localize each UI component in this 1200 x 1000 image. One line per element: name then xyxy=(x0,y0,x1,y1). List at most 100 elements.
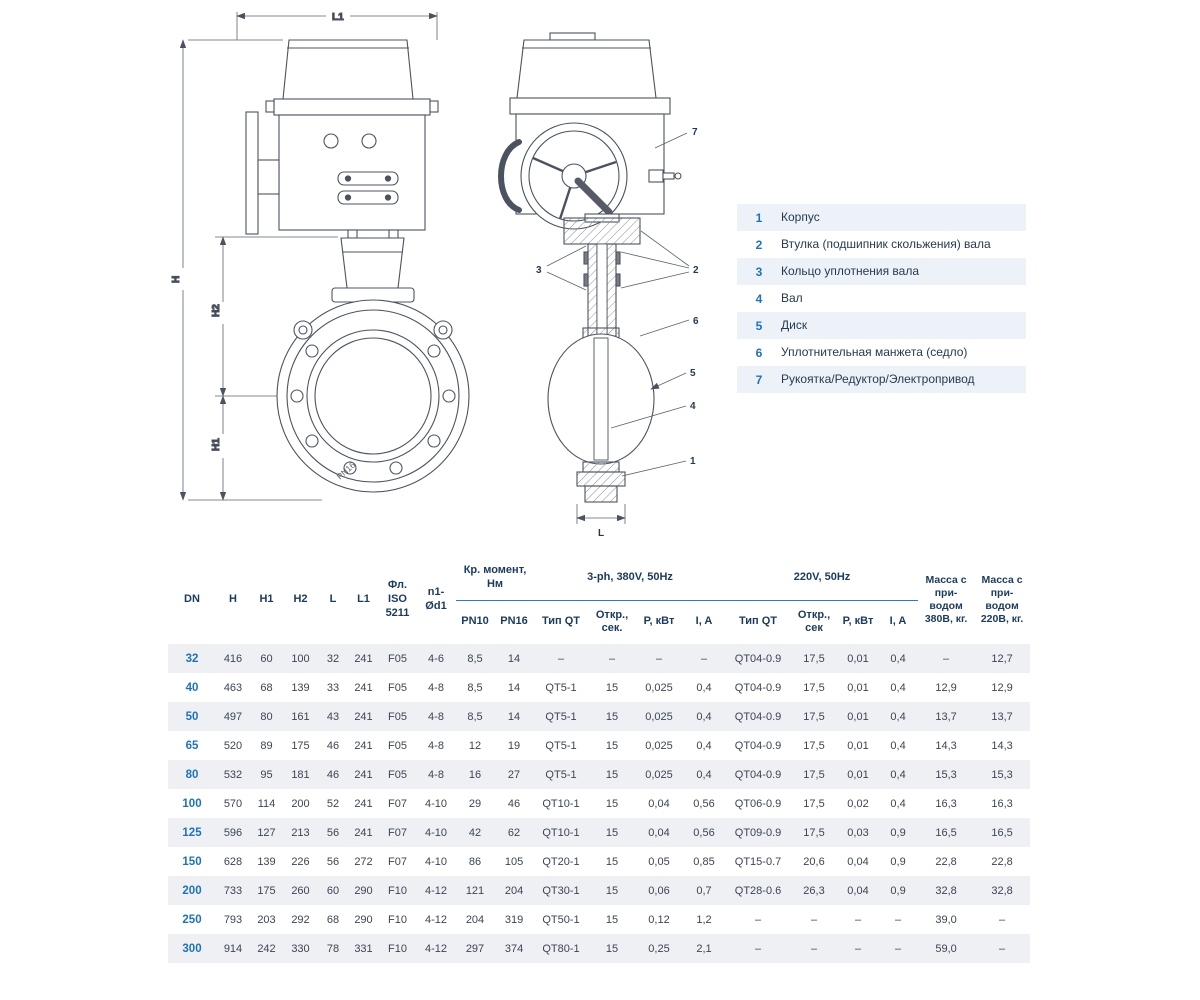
side-view: L xyxy=(498,32,690,539)
value-cell: – xyxy=(682,644,727,673)
value-cell: 0,05 xyxy=(648,855,670,868)
stem-section xyxy=(563,213,641,337)
value-cell: 22,8 xyxy=(935,855,957,868)
value-cell: QT80-1 xyxy=(534,934,589,963)
dn-cell: 150 xyxy=(182,855,202,868)
value-cell: 14,3 xyxy=(935,739,957,752)
legend-item-label: Корпус xyxy=(781,209,820,224)
col-header-h1: H1 xyxy=(259,593,274,606)
value-cell: 497 xyxy=(216,702,250,731)
value-cell: 17,5 xyxy=(790,760,839,789)
value-cell: QT04-0.9 xyxy=(734,739,782,752)
dn-cell: 300 xyxy=(168,934,216,963)
legend-item-label: Диск xyxy=(781,317,808,332)
value-cell: 213 xyxy=(283,818,318,847)
value-cell: 46 xyxy=(507,797,521,810)
value-cell: 15 xyxy=(605,797,619,810)
callout-6: 6 xyxy=(693,316,699,327)
value-cell: 532 xyxy=(216,760,250,789)
value-cell: F07 xyxy=(388,855,407,868)
value-cell: 8,5 xyxy=(456,702,494,731)
sub-header-open-220: Откр., сек xyxy=(797,608,831,635)
value-cell: 14 xyxy=(507,681,521,694)
value-cell: 4-8 xyxy=(428,681,444,694)
value-cell: 0,4 xyxy=(890,681,906,694)
value-cell: 17,5 xyxy=(790,644,839,673)
value-cell: – xyxy=(726,934,791,963)
value-cell: QT04-0.9 xyxy=(726,644,791,673)
callout-4: 4 xyxy=(690,401,696,412)
value-cell: 68 xyxy=(326,913,340,926)
value-cell: 0,9 xyxy=(878,818,919,847)
value-cell: 331 xyxy=(348,934,379,963)
callout-5: 5 xyxy=(690,368,696,379)
value-cell: 139 xyxy=(291,681,310,694)
value-cell: QT10-1 xyxy=(534,818,589,847)
value-cell: 16,3 xyxy=(991,797,1013,810)
value-cell: 68 xyxy=(260,681,273,694)
dim-label-h: H xyxy=(171,276,182,283)
value-cell: 16,3 xyxy=(935,797,957,810)
value-cell: F07 xyxy=(388,797,407,810)
value-cell: 0,9 xyxy=(878,876,919,905)
value-cell: 0,25 xyxy=(636,934,683,963)
value-cell: 914 xyxy=(216,934,250,963)
value-cell: – xyxy=(838,934,879,963)
group-header-220v: 220V, 50Hz xyxy=(726,556,919,601)
legend-item-number: 7 xyxy=(755,372,763,387)
col-header-h2: H2 xyxy=(293,593,308,606)
value-cell: 4-12 xyxy=(416,934,456,963)
value-cell: 46 xyxy=(326,739,340,752)
value-cell: 12,9 xyxy=(935,681,957,694)
value-cell: 4-12 xyxy=(424,913,448,926)
value-cell: 0,01 xyxy=(838,644,879,673)
value-cell: 4-6 xyxy=(416,644,456,673)
callout-3: 3 xyxy=(536,265,542,276)
front-view: L1 H H2 H1 xyxy=(170,11,470,501)
value-cell: 39,0 xyxy=(935,913,957,926)
sub-header-pn10: PN10 xyxy=(461,615,489,628)
value-cell: 0,01 xyxy=(838,702,879,731)
value-cell: 16,5 xyxy=(918,818,975,847)
value-cell: 0,04 xyxy=(636,818,683,847)
group-header-torque: Кр. момент, Нм xyxy=(456,556,535,601)
value-cell: 60 xyxy=(318,876,348,905)
value-cell: 0,56 xyxy=(693,797,715,810)
value-cell: 78 xyxy=(318,934,348,963)
value-cell: 0,7 xyxy=(682,876,727,905)
value-cell: QT10-1 xyxy=(542,797,580,810)
value-cell: 204 xyxy=(494,876,535,905)
spec-table: DN H H1 H2 L L1 Фл. ISO 5211 n1- Ød1 Кр.… xyxy=(168,556,1031,963)
col-header-n1: n1- Ød1 xyxy=(425,586,447,612)
value-cell: 32,8 xyxy=(974,876,1031,905)
value-cell: 22,8 xyxy=(991,855,1013,868)
value-cell: 15,3 xyxy=(918,760,975,789)
value-cell: F05 xyxy=(388,681,407,694)
sub-header-type-380: Тип QT xyxy=(541,615,581,628)
value-cell: 12 xyxy=(468,739,482,752)
value-cell: 226 xyxy=(291,855,310,868)
value-cell: 241 xyxy=(354,797,373,810)
value-cell: 241 xyxy=(354,739,373,752)
dimension-l1 xyxy=(236,12,438,40)
value-cell: 297 xyxy=(456,934,494,963)
value-cell: 15 xyxy=(605,913,619,926)
value-cell: QT06-0.9 xyxy=(734,797,782,810)
value-cell: 15,3 xyxy=(974,760,1031,789)
value-cell: 20,6 xyxy=(803,855,825,868)
value-cell: QT50-1 xyxy=(542,913,580,926)
value-cell: 0,4 xyxy=(682,760,727,789)
col-header-mass-220: Масса с при-водом 220В, кг. xyxy=(980,573,1024,626)
value-cell: QT5-1 xyxy=(534,702,589,731)
value-cell: 15 xyxy=(605,855,619,868)
value-cell: 241 xyxy=(348,644,379,673)
dn-cell: 50 xyxy=(168,702,216,731)
value-cell: 0,04 xyxy=(648,797,670,810)
